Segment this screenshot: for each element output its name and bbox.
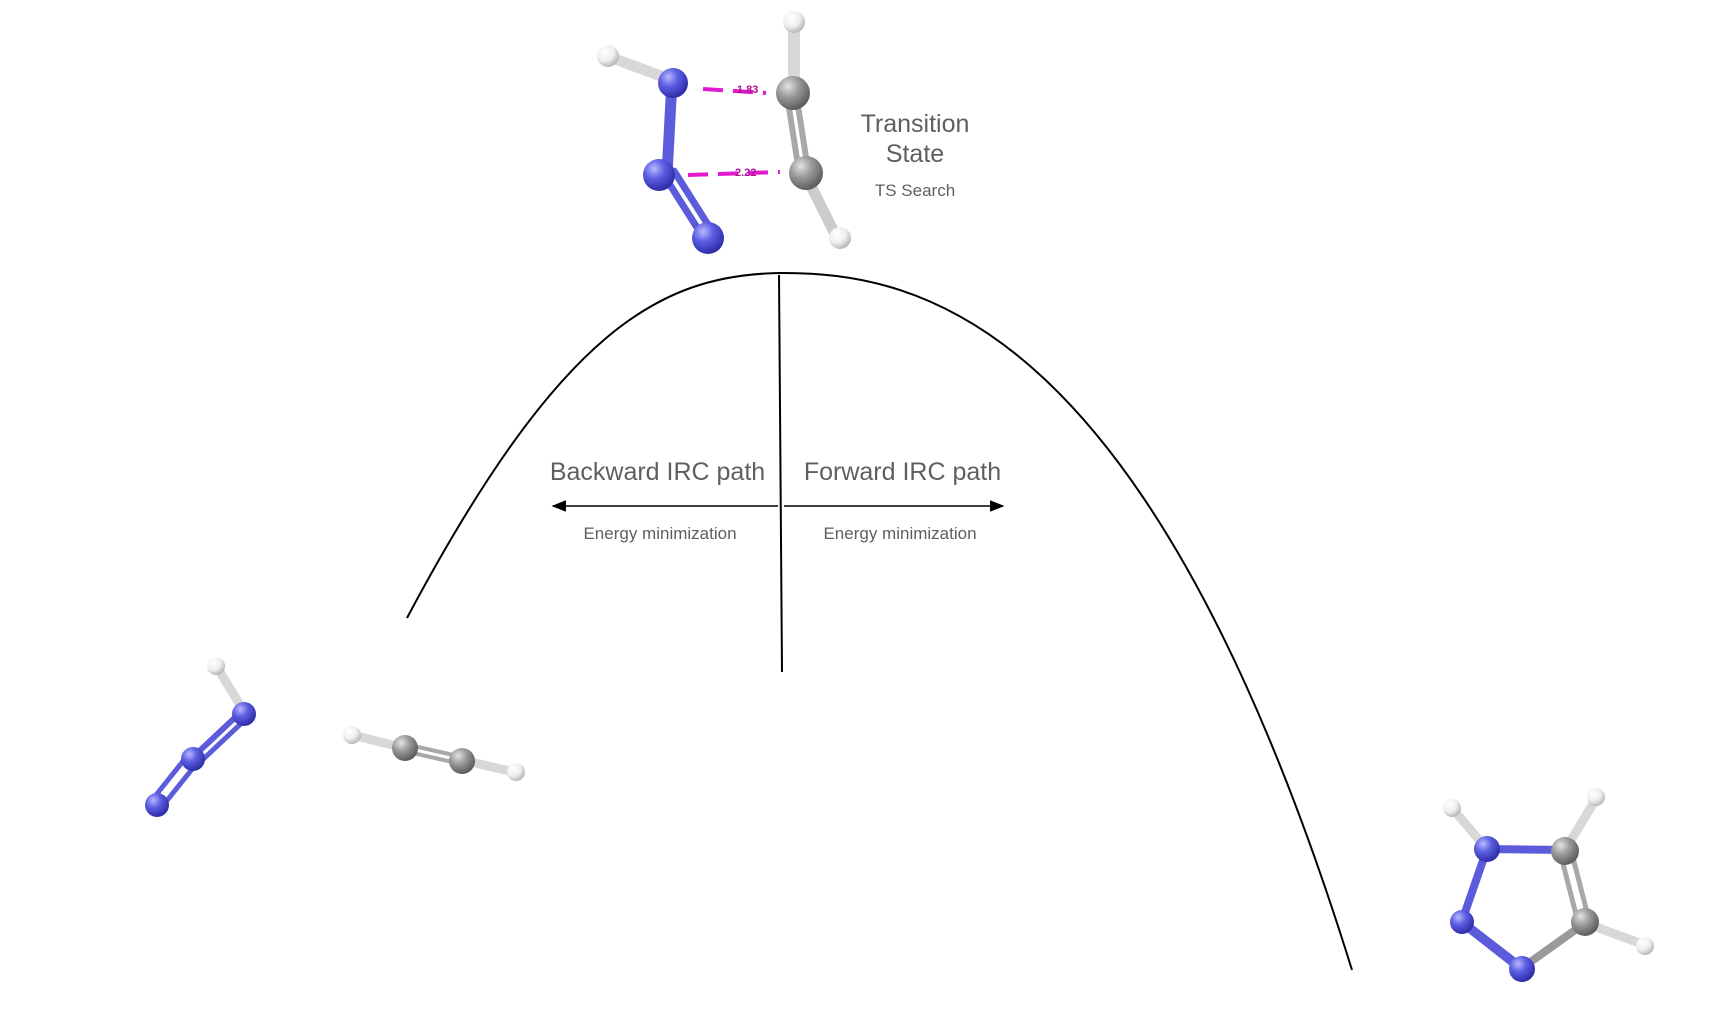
hydrogen-atom bbox=[1636, 937, 1654, 955]
energy-curve bbox=[406, 271, 1353, 971]
forward-energy-minimization-label: Energy minimization bbox=[823, 524, 977, 543]
carbon-atom bbox=[392, 735, 418, 761]
backward-irc-label: Backward IRC path bbox=[549, 458, 766, 486]
carbon-atom bbox=[1551, 837, 1579, 865]
hydrogen-atom bbox=[207, 657, 225, 675]
transition-state-label: Transition State bbox=[860, 110, 970, 168]
nitrogen-atom bbox=[1474, 836, 1500, 862]
forming-bond-top bbox=[702, 87, 767, 95]
hydrogen-atom bbox=[783, 11, 805, 33]
backward-energy-minimization-label: Energy minimization bbox=[583, 524, 737, 543]
nitrogen-atom bbox=[658, 68, 688, 98]
carbon-atom bbox=[449, 748, 475, 774]
ts-distance-bottom: 2.22 bbox=[735, 167, 756, 179]
hydrogen-atom bbox=[829, 227, 851, 249]
reactant-acetylene-molecule bbox=[343, 726, 525, 781]
hydrogen-atom bbox=[1587, 788, 1605, 806]
nitrogen-atom bbox=[643, 159, 675, 191]
hydrogen-atom bbox=[507, 763, 525, 781]
nitrogen-atom bbox=[1450, 910, 1474, 934]
carbon-atom bbox=[1571, 908, 1599, 936]
transition-state-molecule: 1.83 2.22 bbox=[597, 11, 851, 254]
forward-irc-label: Forward IRC path bbox=[803, 458, 1002, 486]
ts-divider-line bbox=[778, 274, 783, 673]
nitrogen-atom bbox=[692, 222, 724, 254]
nitrogen-atom bbox=[145, 793, 169, 817]
nitrogen-atom bbox=[181, 747, 205, 771]
ts-distance-top: 1.83 bbox=[737, 84, 758, 96]
carbon-atom bbox=[789, 156, 823, 190]
reactant-hn3-molecule bbox=[145, 657, 256, 817]
product-triazole-molecule bbox=[1443, 788, 1654, 982]
hydrogen-atom bbox=[597, 45, 619, 67]
nitrogen-atom bbox=[232, 702, 256, 726]
carbon-atom bbox=[776, 76, 810, 110]
forming-bond-bottom bbox=[687, 170, 781, 177]
ts-search-label: TS Search bbox=[874, 181, 956, 200]
hydrogen-atom bbox=[343, 726, 361, 744]
nitrogen-atom bbox=[1509, 956, 1535, 982]
hydrogen-atom bbox=[1443, 799, 1461, 817]
